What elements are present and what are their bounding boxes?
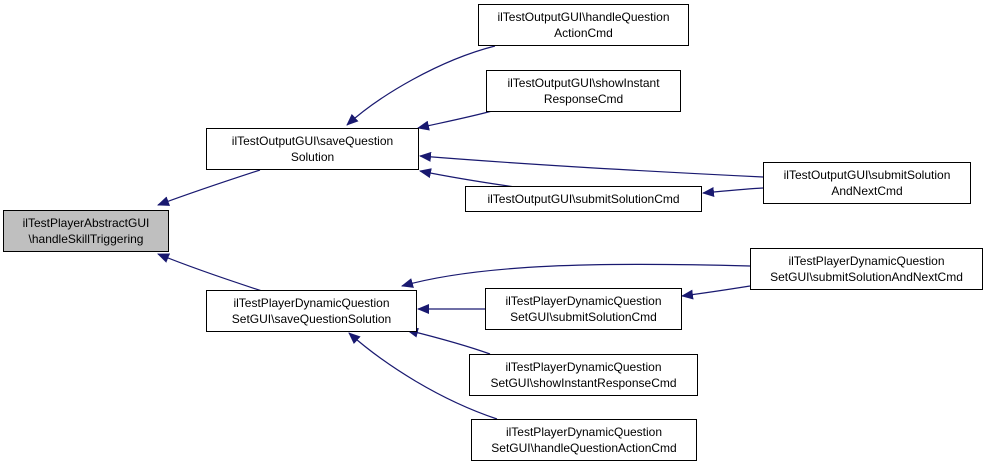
- edge-submitsolution-to-save: [419, 168, 516, 188]
- edge-dyn-showinstant-to-dynsave: [406, 327, 491, 355]
- node-dynamic-save-question-solution-line2: SetGUI\saveQuestionSolution: [231, 312, 392, 326]
- node-show-instant-response-cmd[interactable]: ilTestOutputGUI\showInstant ResponseCmd: [486, 70, 681, 112]
- edge-dyn-handleaction-to-dynsave: [348, 332, 498, 420]
- node-submit-solution-cmd[interactable]: ilTestOutputGUI\submitSolutionCmd: [465, 186, 702, 212]
- node-dynamic-handle-question-action-cmd[interactable]: ilTestPlayerDynamicQuestion SetGUI\handl…: [471, 419, 697, 461]
- node-submit-solution-and-next-cmd-line1: ilTestOutputGUI\submitSolution: [783, 168, 951, 182]
- node-dynamic-handle-question-action-cmd-line1: ilTestPlayerDynamicQuestion: [505, 425, 663, 439]
- node-dynamic-save-question-solution[interactable]: ilTestPlayerDynamicQuestion SetGUI\saveQ…: [206, 290, 417, 332]
- edge-dynamic-save-to-root: [157, 253, 263, 292]
- node-root[interactable]: ilTestPlayerAbstractGUI \handleSkillTrig…: [3, 210, 169, 252]
- edge-submitnext-to-submitsolution: [702, 187, 764, 197]
- node-dynamic-submit-solution-cmd[interactable]: ilTestPlayerDynamicQuestion SetGUI\submi…: [485, 288, 682, 330]
- node-show-instant-response-cmd-line2: ResponseCmd: [543, 92, 624, 106]
- edge-dyn-submitnext-to-dynsave: [401, 263, 751, 288]
- node-dynamic-submit-solution-cmd-line1: ilTestPlayerDynamicQuestion: [505, 294, 662, 308]
- edge-dyn-submitnext-to-dynsubmit: [681, 285, 751, 300]
- node-dynamic-show-instant-response-cmd-line1: ilTestPlayerDynamicQuestion: [505, 360, 662, 374]
- node-submit-solution-cmd-line1: ilTestOutputGUI\submitSolutionCmd: [487, 192, 680, 206]
- node-save-question-solution[interactable]: ilTestOutputGUI\saveQuestion Solution: [206, 128, 419, 170]
- node-submit-solution-and-next-cmd-line2: AndNextCmd: [831, 184, 903, 198]
- edge-handleaction-to-save: [346, 45, 496, 126]
- node-save-question-solution-line1: ilTestOutputGUI\saveQuestion: [231, 134, 394, 148]
- edge-submitnext-to-save: [419, 151, 764, 178]
- edge-showinstant-to-save: [417, 110, 493, 131]
- node-submit-solution-and-next-cmd[interactable]: ilTestOutputGUI\submitSolution AndNextCm…: [763, 162, 971, 204]
- node-dynamic-submit-solution-and-next-cmd-line1: ilTestPlayerDynamicQuestion: [788, 254, 945, 268]
- node-dynamic-show-instant-response-cmd[interactable]: ilTestPlayerDynamicQuestion SetGUI\showI…: [469, 354, 698, 396]
- node-handle-question-action-cmd[interactable]: ilTestOutputGUI\handleQuestion ActionCmd: [478, 4, 689, 46]
- node-dynamic-handle-question-action-cmd-line2: SetGUI\handleQuestionActionCmd: [491, 441, 677, 455]
- node-dynamic-submit-solution-and-next-cmd-line2: SetGUI\submitSolutionAndNextCmd: [770, 270, 963, 284]
- node-root-line1: ilTestPlayerAbstractGUI: [22, 216, 150, 230]
- node-root-line2: \handleSkillTriggering: [28, 232, 144, 246]
- node-dynamic-submit-solution-and-next-cmd[interactable]: ilTestPlayerDynamicQuestion SetGUI\submi…: [750, 248, 983, 290]
- node-handle-question-action-cmd-line2: ActionCmd: [554, 26, 613, 40]
- node-handle-question-action-cmd-line1: ilTestOutputGUI\handleQuestion: [497, 10, 670, 24]
- edge-save-to-root: [157, 169, 261, 206]
- node-dynamic-submit-solution-cmd-line2: SetGUI\submitSolutionCmd: [510, 310, 657, 324]
- node-dynamic-show-instant-response-cmd-line2: SetGUI\showInstantResponseCmd: [490, 376, 677, 390]
- node-dynamic-save-question-solution-line1: ilTestPlayerDynamicQuestion: [233, 296, 390, 310]
- node-save-question-solution-line2: Solution: [290, 150, 335, 164]
- node-show-instant-response-cmd-line1: ilTestOutputGUI\showInstant: [507, 76, 660, 90]
